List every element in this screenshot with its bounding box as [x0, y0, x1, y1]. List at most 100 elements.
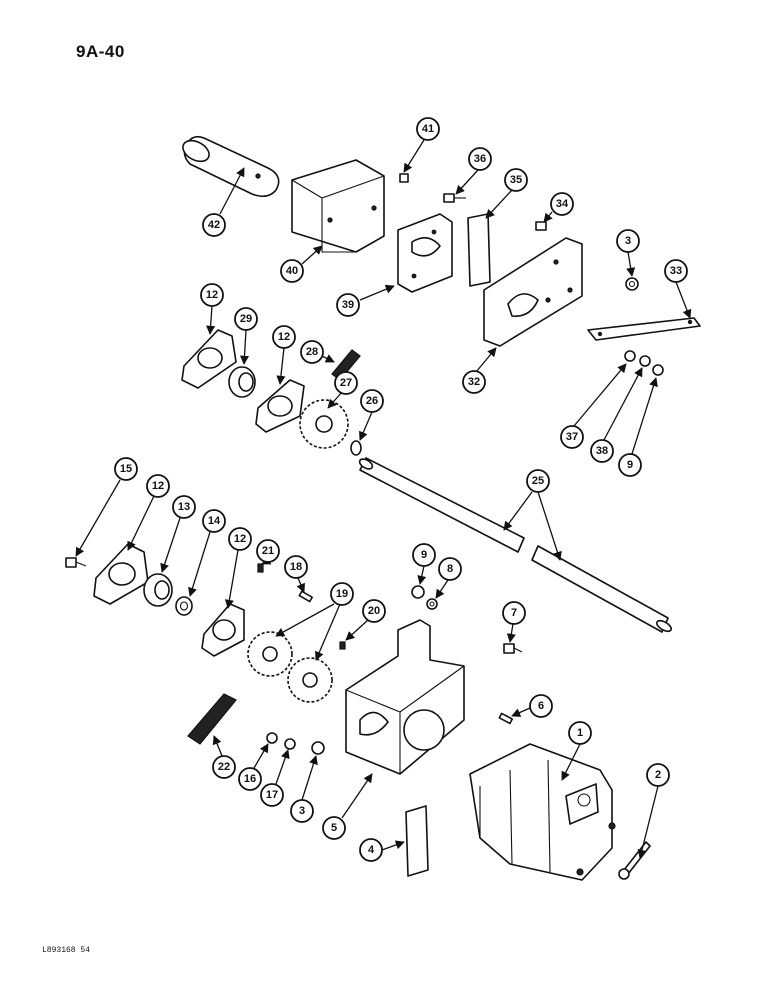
part-12-flange-upper-b — [255, 379, 305, 433]
callout-22-label: 22 — [218, 761, 230, 773]
parts-16-17-3-nut-washer — [266, 732, 325, 755]
callout-12-c: 12 — [127, 474, 170, 551]
callout-12-d: 12 — [224, 527, 252, 609]
part-42-pin — [182, 135, 280, 198]
callout-17-label: 17 — [266, 789, 278, 801]
callout-25: 25 — [503, 469, 562, 561]
callout-12-d-label: 12 — [234, 533, 246, 545]
callout-19: 19 — [275, 582, 354, 661]
callout-27-label: 27 — [340, 377, 352, 389]
callout-22: 22 — [212, 735, 236, 779]
part-2-bolt — [618, 841, 651, 880]
part-32-mounting-plate — [483, 237, 583, 347]
part-12-flange-upper-a — [181, 329, 237, 389]
callout-9-lower: 9 — [412, 543, 436, 585]
parts-37-38-9-washers — [624, 350, 664, 376]
callout-26: 26 — [359, 389, 384, 441]
part-35-shim — [467, 213, 491, 287]
callout-2-label: 2 — [655, 769, 661, 781]
callout-9-upper-label: 9 — [627, 459, 633, 471]
part-20-setscrew — [339, 641, 346, 650]
callout-20-label: 20 — [368, 605, 380, 617]
callout-3-top-label: 3 — [625, 235, 631, 247]
callout-7: 7 — [502, 601, 526, 643]
page-number: 9A-40 — [76, 42, 125, 61]
callout-12-c-label: 12 — [152, 480, 164, 492]
callout-36: 36 — [455, 147, 492, 195]
part-34-bolt — [535, 221, 547, 231]
part-27-sprocket — [299, 399, 349, 449]
part-39-bearing-clamp — [397, 213, 453, 293]
part-4-gasket — [405, 805, 429, 877]
callout-33-label: 33 — [670, 265, 682, 277]
part-3-nut-top — [625, 277, 639, 291]
callout-28-label: 28 — [306, 346, 318, 358]
part-1-hydraulic-motor — [469, 743, 616, 881]
part-5-motor-mount — [345, 619, 465, 775]
callout-25-label: 25 — [532, 475, 544, 487]
callout-15-label: 15 — [120, 463, 132, 475]
callout-29: 29 — [234, 307, 258, 365]
callout-29-label: 29 — [240, 313, 252, 325]
part-29-bearing — [228, 366, 256, 398]
callout-19-label: 19 — [336, 588, 348, 600]
callout-39-label: 39 — [342, 299, 354, 311]
callout-17: 17 — [260, 749, 290, 807]
part-15-bolt — [65, 557, 87, 568]
callout-3-lower-label: 3 — [299, 805, 305, 817]
callout-21: 21 — [256, 539, 280, 565]
callout-12-b: 12 — [272, 325, 296, 385]
callout-42-label: 42 — [208, 219, 220, 231]
callout-26-label: 26 — [366, 395, 378, 407]
callout-14-label: 14 — [208, 515, 221, 527]
part-41-screw — [399, 173, 409, 183]
callout-4-label: 4 — [368, 844, 375, 856]
callout-4: 4 — [359, 838, 405, 862]
callout-9-upper: 9 — [618, 377, 658, 477]
callout-20: 20 — [345, 599, 386, 641]
callout-1: 1 — [561, 721, 592, 781]
callout-3-lower: 3 — [290, 755, 318, 823]
callout-32-label: 32 — [468, 376, 480, 388]
callout-18-label: 18 — [290, 561, 302, 573]
callout-6: 6 — [511, 694, 553, 718]
callout-12-b-label: 12 — [278, 331, 290, 343]
part-25-shaft-upper — [358, 457, 525, 553]
callout-16: 16 — [238, 743, 269, 791]
callout-37-label: 37 — [566, 431, 578, 443]
part-8-washer — [426, 598, 438, 610]
callout-3-top: 3 — [616, 229, 640, 277]
callout-36-label: 36 — [474, 153, 486, 165]
callout-8-label: 8 — [447, 563, 453, 575]
callout-6-label: 6 — [538, 700, 544, 712]
callout-16-label: 16 — [244, 773, 256, 785]
callout-12-a-label: 12 — [206, 289, 218, 301]
part-9-nut-lower — [411, 585, 425, 599]
callout-39: 39 — [336, 284, 395, 317]
part-6-key — [498, 712, 514, 725]
part-36-bolt — [443, 193, 466, 203]
part-18-key — [298, 590, 313, 603]
callout-18: 18 — [284, 555, 308, 593]
callout-40: 40 — [280, 245, 323, 283]
part-12-flange-lower-b — [201, 603, 245, 657]
callout-1-label: 1 — [577, 727, 583, 739]
callout-7-label: 7 — [511, 607, 517, 619]
part-19-sprocket-b — [287, 657, 333, 703]
callout-13-label: 13 — [178, 501, 190, 513]
callout-38-label: 38 — [596, 445, 608, 457]
part-12-flange-lower-a — [93, 543, 149, 605]
callout-41-label: 41 — [422, 123, 434, 135]
part-19-sprocket-a — [247, 631, 293, 677]
callout-34-label: 34 — [556, 198, 569, 210]
callout-27: 27 — [327, 371, 358, 409]
callout-12-a: 12 — [200, 283, 224, 335]
part-13-bearing — [143, 573, 173, 607]
callout-38: 38 — [590, 367, 643, 463]
callout-14: 14 — [188, 509, 226, 597]
callout-37: 37 — [560, 363, 627, 449]
callout-40-label: 40 — [286, 265, 298, 277]
callout-33: 33 — [664, 259, 692, 319]
figure-code: L893168 54 — [42, 946, 91, 955]
